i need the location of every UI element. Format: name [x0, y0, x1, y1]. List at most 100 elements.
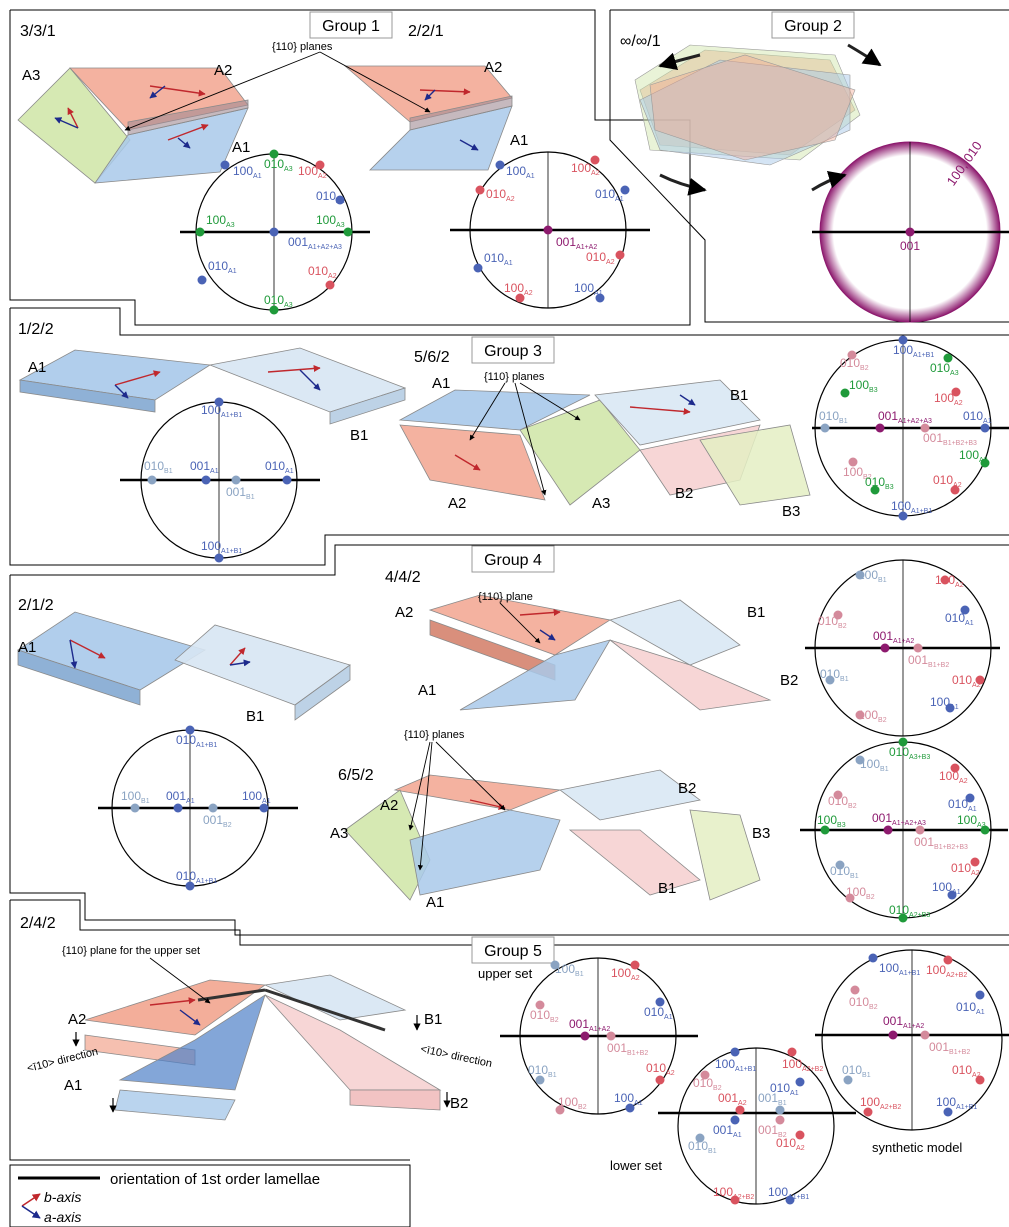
pole-dots: [130, 149, 990, 1205]
pole-figure-lower: [658, 1047, 856, 1205]
pole-label: 010A2+B3: [889, 903, 930, 919]
pole-label: 001A1: [190, 459, 219, 475]
crystals-562: [398, 379, 811, 506]
annot-110-plane-upper: {110} plane for the upper set: [62, 945, 200, 957]
pole-dot: [965, 793, 975, 803]
pole-label: 001B2: [203, 813, 232, 829]
pole-label: 100A1+B1: [936, 1095, 977, 1111]
label-A3-652: A3: [330, 825, 348, 842]
pole-label: 001A1+A2+A3: [288, 235, 342, 251]
pole-label: 010A1+B1: [176, 733, 217, 749]
pole-dot: [833, 610, 843, 620]
annot-direction-left: <ī10> direction: [26, 1046, 100, 1075]
code-122: 1/2/2: [18, 321, 54, 338]
code-331: 3/3/1: [20, 23, 56, 40]
code-242: 2/4/2: [20, 915, 56, 932]
group4-title: Group 4: [484, 552, 542, 569]
pole-label: 100B2: [858, 708, 887, 724]
pole-dot: [920, 1030, 930, 1040]
pole-dot: [943, 1107, 953, 1117]
pole-dot: [325, 280, 335, 290]
label-B3-652: B3: [752, 825, 770, 842]
label-B1-652: B1: [658, 880, 676, 897]
legend: orientation of 1st order lamellae b-axis…: [9, 1164, 411, 1227]
pole-label: 100A1+B1: [715, 1057, 756, 1073]
pole-label: 100A1: [233, 164, 262, 180]
legend-b-axis-arrow: [21, 1193, 41, 1207]
pole-dot: [980, 423, 990, 433]
pole-dot: [231, 475, 241, 485]
pole-label: 010A2: [308, 264, 337, 280]
pole-label: 010A1: [316, 189, 345, 205]
pole-label: 100B2: [846, 885, 875, 901]
pole-dot: [880, 643, 890, 653]
pole-dot: [943, 955, 953, 965]
pole-label: 001A1: [713, 1123, 742, 1139]
pole-dot: [975, 675, 985, 685]
annot-110-planes-g4b: {110} planes: [404, 729, 465, 741]
pole-label: 010B1: [830, 864, 859, 880]
crystals-group2: [634, 44, 861, 166]
pole-dot: [475, 185, 485, 195]
pole-dot: [975, 990, 985, 1000]
pole-dot: [343, 227, 353, 237]
pole-dot: [515, 293, 525, 303]
pole-label: 010A3: [930, 361, 959, 377]
pole-label: 100A3: [316, 213, 345, 229]
pole-label: 010A1: [963, 409, 992, 425]
pole-dot: [855, 710, 865, 720]
pole-dot: [855, 570, 865, 580]
pole-label: 010B2: [818, 614, 847, 630]
label-B2-562: B2: [675, 485, 693, 502]
pole-dot: [850, 985, 860, 995]
pole-label: 010A3: [264, 293, 293, 309]
label-B2-442: B2: [780, 672, 798, 689]
pole-label: 010A2: [952, 1063, 981, 1079]
pole-label: 010A2: [933, 473, 962, 489]
pole-dot: [214, 397, 224, 407]
pole-dot: [495, 160, 505, 170]
pole-dot: [820, 825, 830, 835]
pole-label: 100A1: [242, 789, 271, 805]
crystals-212: [17, 611, 351, 721]
code-442: 4/4/2: [385, 569, 421, 586]
pole-label: 010A2: [952, 673, 981, 689]
pole-dot: [840, 388, 850, 398]
crystals-442: [428, 594, 772, 711]
label-A1-212: A1: [18, 639, 36, 656]
pole-label: 100A1: [930, 695, 959, 711]
pole-label: 010B1: [820, 667, 849, 683]
pole-dot: [787, 1047, 797, 1057]
group5-bottom: [9, 900, 410, 1161]
pole-label: 010B1: [819, 409, 848, 425]
label-B1-122: B1: [350, 427, 368, 444]
pole-label: 010B1: [842, 1063, 871, 1079]
pole-label: 100A1+B1: [891, 499, 932, 515]
pole-dot: [730, 1195, 740, 1205]
pole-label: 001A1+A2+A3: [872, 811, 926, 827]
pole-dot: [951, 387, 961, 397]
pole-label: 100A2+B2: [713, 1185, 754, 1201]
pole-label: 100A1+B1: [201, 403, 242, 419]
pole-dot: [898, 737, 908, 747]
group4-border: [10, 544, 1009, 576]
pole-dot: [315, 160, 325, 170]
pole-dot: [945, 703, 955, 713]
pole-label: 001B1+B2: [929, 1040, 970, 1056]
crystals-122: [18, 347, 407, 425]
pole-dot: [980, 825, 990, 835]
pole-dot: [775, 1115, 785, 1125]
code-inf: ∞/∞/1: [620, 33, 661, 50]
pole-label: 001B1: [758, 1091, 787, 1107]
group4-bottom: [9, 575, 1009, 936]
pole-label: 100A2+B2: [860, 1095, 901, 1111]
pole-label: 010A1: [265, 459, 294, 475]
label-A2-652: A2: [380, 797, 398, 814]
pole-label: 001A1+A2: [569, 1017, 610, 1033]
pole-label: 100A2: [934, 391, 963, 407]
pole-label: 001A1+A2: [556, 235, 597, 251]
pole-dot: [848, 457, 858, 467]
pole-label: 100B2: [843, 465, 872, 481]
pole-dot: [775, 1105, 785, 1115]
